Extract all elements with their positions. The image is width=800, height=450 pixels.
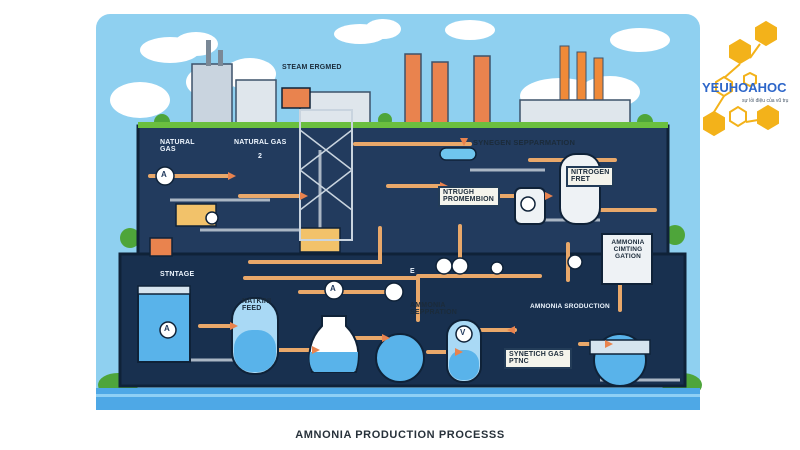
valve-letter-a-2: A <box>330 284 336 293</box>
cooling-tower <box>299 109 353 241</box>
valve-letter-a-3: A <box>164 324 170 333</box>
label-syngen-separation: SYNEGEN SEPPARMATION <box>473 138 576 147</box>
ammonia-reactor-box <box>601 233 653 285</box>
label-ntrugh: NTRUGH PROMEMBION <box>438 186 500 207</box>
nitrogen-column <box>559 153 601 225</box>
label-ammonia-gation: AMMONIA CIMTING GATION <box>611 239 645 260</box>
logo-tagline: sự lỏi điệu của vũ trụ <box>742 98 789 104</box>
label-nitrogen: NITROGEN FRET <box>566 166 614 187</box>
label-natural-gas-2: NATURAL GAS <box>234 139 287 146</box>
logo-hexagons <box>703 20 779 137</box>
label-natkini-feed: NATKINI FEED <box>242 298 272 313</box>
drop-icons <box>155 166 583 343</box>
sign-orange <box>281 87 311 109</box>
arrow-markers <box>228 138 613 356</box>
separator-sphere <box>375 333 425 383</box>
label-letter-e: E <box>410 268 415 275</box>
label-steam: STEAM ERGMED <box>282 64 342 71</box>
logo-name: YEUHOAHOC <box>702 80 787 95</box>
label-ammonia-separation: AMMONIA SEPPRATION <box>410 302 457 317</box>
valve-letter-a-1: A <box>161 170 167 179</box>
water-strip <box>96 388 700 410</box>
label-amnonia-sroduction: AMNONIA SRODUCTION <box>530 303 610 310</box>
label-natural-gas-1: NATURAL GAS <box>160 139 195 154</box>
factory-skyline <box>191 40 631 125</box>
label-natural-gas-2-num: 2 <box>258 153 263 160</box>
label-synthetich-gas: SYNETICH GAS PTNC <box>504 348 572 369</box>
diagram-caption: AMNONIA PRODUCTION PROCESSS <box>295 429 505 441</box>
orange-tank <box>149 237 173 257</box>
equipment <box>137 87 653 387</box>
label-stntage: STNTAGE <box>160 271 195 278</box>
grass-strip <box>138 122 668 128</box>
valve-letter-v: V <box>460 328 466 337</box>
